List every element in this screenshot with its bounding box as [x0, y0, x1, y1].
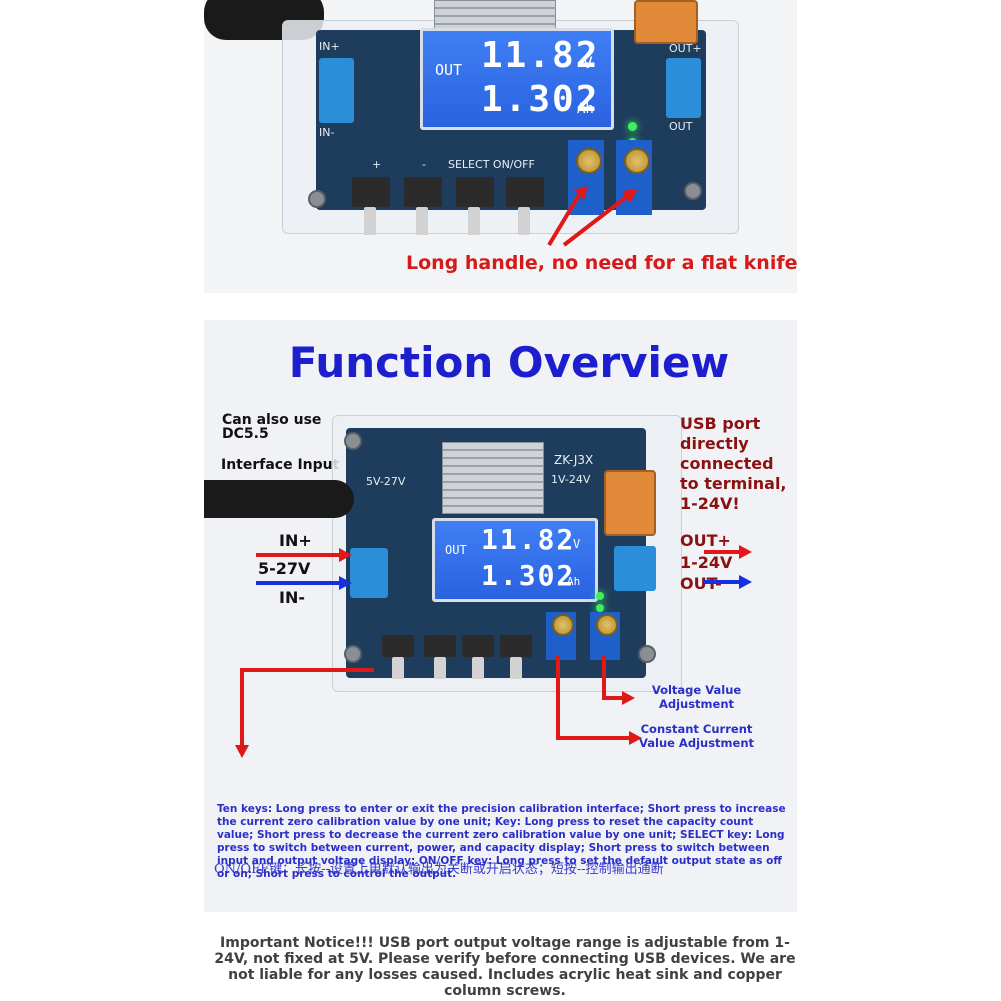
out-label: OUT — [669, 120, 693, 133]
minus-key-label: - — [422, 158, 426, 171]
current-potentiometer — [552, 614, 574, 636]
minus-key — [404, 177, 442, 207]
arrow-line — [547, 193, 581, 247]
key-cap — [510, 657, 522, 679]
page-title: Function Overview — [288, 338, 730, 387]
dc55-note: Can also use DC5.5 — [222, 412, 322, 442]
current-potentiometer — [576, 148, 602, 174]
plus-key-label: + — [372, 158, 382, 171]
board-out-range: 1V-24V — [551, 473, 591, 486]
arrow-head — [339, 548, 352, 562]
output-terminal — [614, 546, 656, 591]
screw — [684, 182, 702, 200]
lcd-out-label: OUT — [445, 543, 467, 557]
screw — [638, 645, 656, 663]
lcd-display: OUT 11.82 V 1.302 Ah — [420, 28, 614, 130]
input-terminal — [350, 548, 388, 598]
select-key — [456, 177, 494, 207]
status-led — [628, 122, 637, 131]
lcd-unit-ah: Ah — [567, 575, 581, 588]
key-cap — [472, 657, 484, 679]
function-overview-panel: Function Overview Can also use DC5.5 Int… — [204, 320, 797, 912]
heatsink — [442, 442, 544, 514]
out-minus-label: OUT- — [680, 574, 722, 593]
arrow-head — [739, 545, 752, 559]
chinese-overlay-text: ON/OFF键：长按--设置上电默认输出为关断或开启状态；短按--控制输出通断 — [214, 862, 664, 877]
key-cap — [416, 207, 428, 235]
arrow-line — [602, 655, 622, 700]
lcd-unit-ah: Ah — [577, 101, 594, 117]
screw — [308, 190, 326, 208]
voltage-potentiometer — [624, 148, 650, 174]
lcd-unit-v: V — [573, 537, 581, 551]
select-key — [462, 635, 494, 657]
arrow-head — [629, 731, 642, 745]
voltage-range-label: 5-27V — [258, 559, 311, 578]
in-plus-label: IN+ — [319, 40, 340, 53]
current-adjust-label: Constant Current Value Adjustment — [638, 722, 755, 750]
lcd-capacity: 1.302 — [481, 559, 576, 592]
screw — [344, 432, 362, 450]
top-product-photo: IN+ IN- OUT+ OUT OUT 11.82 V 1.302 Ah + … — [204, 0, 797, 293]
arrow-head — [339, 576, 352, 590]
arrow-line — [240, 668, 374, 745]
voltage-potentiometer — [596, 614, 618, 636]
usb-port — [604, 470, 656, 536]
in-plus-label: IN+ — [279, 531, 312, 550]
arrow-head — [235, 745, 249, 758]
key-cap — [434, 657, 446, 679]
out-range-label: 1-24V — [680, 553, 733, 572]
plus-key — [382, 635, 414, 657]
key-cap — [518, 207, 530, 235]
lcd-voltage: 11.82 — [481, 35, 600, 76]
arrow-head — [622, 189, 638, 203]
key-cap — [468, 207, 480, 235]
out-plus-label: OUT+ — [669, 42, 702, 55]
in-minus-label: IN- — [319, 126, 335, 139]
board-in-range: 5V-27V — [366, 475, 406, 488]
output-terminal — [666, 58, 701, 118]
annotation-arrows — [235, 545, 752, 758]
lcd-unit-v: V — [583, 53, 593, 72]
lcd-capacity: 1.302 — [481, 79, 600, 120]
heatsink — [434, 0, 556, 32]
status-led — [596, 592, 604, 600]
interface-input-label: Interface Input — [221, 457, 340, 473]
pointer-arrows — [547, 186, 638, 247]
caption-text: Long handle, no need for a flat knife — [406, 252, 797, 274]
voltage-adjust-label: Voltage Value Adjustment — [651, 683, 742, 711]
usb-port — [634, 0, 698, 44]
important-notice: Important Notice!!! USB port output volt… — [214, 935, 796, 999]
onoff-key — [500, 635, 532, 657]
arrow-line — [562, 193, 631, 247]
keys-description: Ten keys: Long press to enter or exit th… — [217, 803, 786, 880]
dc-cable — [204, 480, 354, 518]
lcd-voltage: 11.82 — [481, 523, 576, 556]
board-model: ZK-J3X — [554, 453, 594, 467]
arrow-head — [739, 575, 752, 589]
out-plus-label: OUT+ — [680, 531, 731, 550]
screw — [344, 645, 362, 663]
usb-note: USB port directly connected to terminal,… — [680, 414, 787, 513]
key-cap — [364, 207, 376, 235]
minus-key — [424, 635, 456, 657]
arrow-head — [574, 186, 588, 200]
lcd-display: OUT 11.82 V 1.302 Ah — [432, 518, 598, 602]
in-minus-label: IN- — [279, 588, 305, 607]
input-terminal — [319, 58, 354, 123]
arrow-line — [556, 655, 629, 740]
status-led — [596, 604, 604, 612]
plus-key — [352, 177, 390, 207]
arrow-head — [622, 691, 635, 705]
lcd-out-label: OUT — [435, 61, 463, 79]
onoff-key — [506, 177, 544, 207]
key-cap — [392, 657, 404, 679]
select-onoff-label: SELECT ON/OFF — [448, 158, 535, 171]
